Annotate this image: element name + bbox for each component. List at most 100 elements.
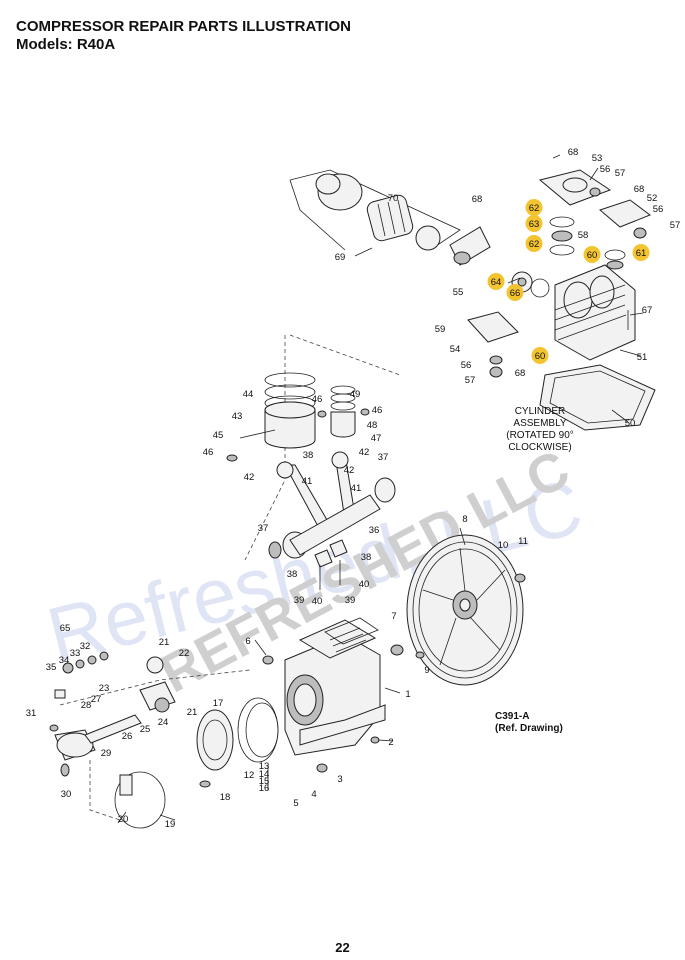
part-callout-32: 32 — [80, 641, 91, 652]
page-number: 22 — [335, 940, 350, 955]
reference-drawing-note: C391-A (Ref. Drawing) — [495, 711, 563, 735]
part-callout-30: 30 — [61, 789, 72, 800]
part-callout-12: 12 — [244, 770, 255, 781]
part-callout-50: 50 — [625, 418, 636, 429]
part-callout-56: 56 — [600, 164, 611, 175]
part-callout-16: 16 — [259, 783, 270, 794]
part-callout-9: 9 — [424, 665, 429, 676]
part-callout-19: 19 — [165, 819, 176, 830]
part-callout-38: 38 — [287, 569, 298, 580]
note-line: (ROTATED 90° — [506, 430, 574, 441]
part-callout-47: 47 — [371, 433, 382, 444]
cylinder-head-assembly — [467, 169, 656, 431]
part-callout-68: 68 — [472, 194, 483, 205]
part-callout-7: 7 — [391, 611, 396, 622]
part-callout-14: 14 — [259, 769, 270, 780]
part-callout-40: 40 — [312, 596, 323, 607]
part-callout-57: 57 — [670, 220, 681, 231]
part-callout-56: 56 — [461, 360, 472, 371]
part-callout-44: 44 — [243, 389, 254, 400]
part-callout-11: 11 — [518, 536, 528, 547]
part-callout-37: 37 — [378, 452, 389, 463]
callout-highlight — [525, 235, 543, 252]
part-callout-39: 39 — [345, 595, 356, 606]
part-callout-22: 22 — [179, 648, 190, 659]
part-callout-41: 41 — [351, 483, 362, 494]
cylinder-assembly-note: CYLINDER ASSEMBLY (ROTATED 90° CLOCKWISE… — [495, 406, 585, 454]
note-line: ASSEMBLY — [513, 418, 567, 429]
part-callout-69: 69 — [335, 252, 346, 263]
part-callout-67: 67 — [642, 305, 653, 316]
part-callout-21: 21 — [159, 637, 170, 648]
part-callout-46: 46 — [312, 394, 323, 405]
bearing-carrier-assembly — [59, 669, 328, 829]
part-callout-42: 42 — [359, 447, 370, 458]
part-callout-4: 4 — [311, 789, 316, 800]
part-callout-10: 10 — [498, 540, 509, 551]
part-callout-42: 42 — [344, 465, 355, 476]
part-callout-3: 3 — [337, 774, 342, 785]
part-callout-18: 18 — [220, 792, 231, 803]
part-callout-68: 68 — [634, 184, 645, 195]
part-callout-59: 59 — [435, 324, 446, 335]
model-subtitle: Models: R40A — [16, 36, 116, 53]
part-callout-62: 62 — [529, 203, 540, 214]
leader-lines — [117, 154, 644, 824]
part-callout-23: 23 — [99, 683, 110, 694]
page-title: COMPRESSOR REPAIR PARTS ILLUSTRATION — [16, 18, 352, 35]
part-callout-53: 53 — [592, 153, 603, 164]
part-callout-65: 65 — [60, 623, 71, 634]
part-callout-68: 68 — [568, 147, 579, 158]
part-callout-46: 46 — [372, 405, 383, 416]
callout-highlight — [583, 246, 601, 263]
flywheel — [390, 534, 526, 686]
callout-highlight — [632, 244, 650, 261]
ref-line: C391-A — [495, 711, 530, 722]
part-callout-70: 70 — [388, 193, 399, 204]
part-callout-5: 5 — [293, 798, 298, 809]
part-callout-54: 54 — [450, 344, 461, 355]
part-callout-25: 25 — [140, 724, 151, 735]
part-callout-57: 57 — [465, 375, 476, 386]
part-callout-13: 13 — [259, 761, 270, 772]
part-callout-64: 64 — [491, 277, 502, 288]
ref-line: (Ref. Drawing) — [495, 723, 563, 734]
callout-highlight — [525, 199, 543, 216]
part-callout-21: 21 — [187, 707, 198, 718]
part-callout-29: 29 — [101, 748, 112, 759]
part-callout-27: 27 — [91, 694, 102, 705]
part-callout-60: 60 — [587, 250, 598, 261]
part-callout-46: 46 — [203, 447, 214, 458]
part-callout-63: 63 — [529, 219, 540, 230]
note-line: CLOCKWISE) — [508, 442, 572, 453]
part-callout-15: 15 — [259, 776, 270, 787]
part-callout-37: 37 — [258, 523, 269, 534]
part-callout-57: 57 — [615, 168, 626, 179]
part-callout-38: 38 — [303, 450, 314, 461]
part-callout-40: 40 — [359, 579, 370, 590]
part-callout-58: 58 — [578, 230, 589, 241]
part-callout-60: 60 — [535, 351, 546, 362]
part-callout-17: 17 — [213, 698, 224, 709]
part-callout-66: 66 — [510, 288, 521, 299]
part-callout-49: 49 — [350, 389, 361, 400]
part-callout-20: 20 — [118, 814, 129, 825]
crankcase — [262, 617, 386, 756]
part-callout-42: 42 — [244, 472, 255, 483]
part-callout-28: 28 — [81, 700, 92, 711]
callout-highlight — [487, 273, 505, 290]
part-callout-62: 62 — [529, 239, 540, 250]
callout-highlight — [525, 215, 543, 232]
part-callout-56: 56 — [653, 204, 664, 215]
part-callout-48: 48 — [367, 420, 378, 431]
callout-highlight — [531, 347, 549, 364]
part-callout-39: 39 — [294, 595, 305, 606]
note-line: CYLINDER — [514, 406, 566, 417]
part-callout-43: 43 — [232, 411, 243, 422]
part-callout-33: 33 — [70, 648, 81, 659]
part-callout-1: 1 — [405, 689, 410, 700]
part-callout-24: 24 — [158, 717, 169, 728]
part-callout-68: 68 — [515, 368, 526, 379]
